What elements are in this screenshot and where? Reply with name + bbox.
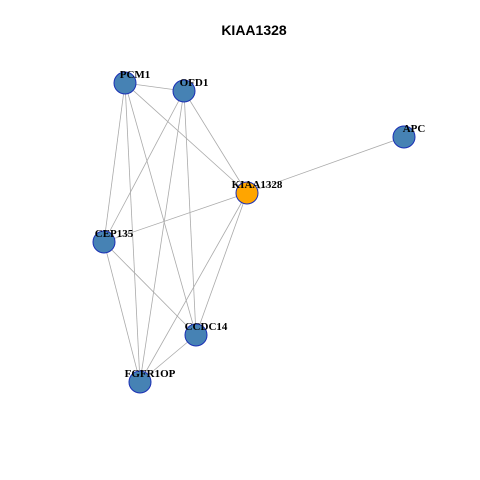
edge-layer: [103, 82, 405, 383]
node-kiaa1328[interactable]: [235, 181, 259, 205]
edge-pcm1-ccdc14: [124, 82, 197, 336]
edge-kiaa1328-cep135: [103, 192, 248, 243]
edge-cep135-fgfr1op: [103, 241, 141, 383]
edge-ofd1-cep135: [103, 90, 185, 243]
node-apc[interactable]: [392, 125, 416, 149]
edge-cep135-ccdc14: [103, 241, 197, 336]
edge-kiaa1328-fgfr1op: [139, 192, 248, 383]
edge-apc-kiaa1328: [246, 136, 405, 194]
node-ccdc14[interactable]: [184, 323, 208, 347]
edge-kiaa1328-ccdc14: [195, 192, 248, 336]
node-layer: [92, 71, 416, 394]
node-label-pcm1: PCM1: [120, 69, 151, 81]
edge-ofd1-kiaa1328: [183, 90, 248, 194]
node-pcm1[interactable]: [113, 71, 137, 95]
node-label-kiaa1328: KIAA1328: [232, 179, 283, 191]
node-label-apc: APC: [403, 123, 426, 135]
node-label-cep135: CEP135: [95, 228, 134, 240]
node-fgfr1op[interactable]: [128, 370, 152, 394]
node-label-fgfr1op: FGFR1OP: [125, 368, 176, 380]
edge-ccdc14-fgfr1op: [139, 334, 197, 383]
edge-ofd1-ccdc14: [183, 90, 197, 336]
node-cep135[interactable]: [92, 230, 116, 254]
diagram-title: KIAA1328: [221, 22, 287, 38]
node-ofd1[interactable]: [172, 79, 196, 103]
node-label-ofd1: OFD1: [180, 77, 209, 89]
node-label-ccdc14: CCDC14: [185, 321, 228, 333]
edge-pcm1-cep135: [103, 82, 126, 243]
edge-ofd1-fgfr1op: [139, 90, 185, 383]
